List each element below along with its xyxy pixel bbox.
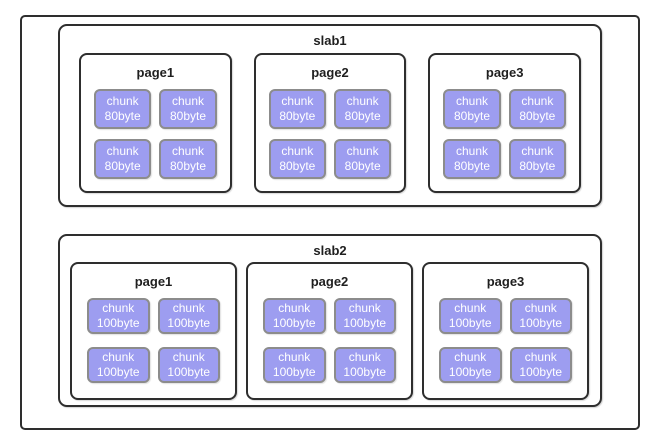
chunk-label-line1: chunk (348, 301, 381, 315)
chunk-box: chunk 80byte (334, 139, 392, 179)
chunk-label-line2: 100byte (519, 316, 563, 330)
slab-box-slab1: slab1 page1 chunk 80byte chunk 80byte (58, 24, 602, 207)
chunk-box: chunk 80byte (268, 139, 326, 179)
chunk-label-line2: 80byte (279, 109, 316, 123)
chunk-label-line2: 80byte (104, 159, 141, 173)
chunk-label-line2: 100byte (96, 316, 140, 330)
chunk-label-line1: chunk (102, 301, 135, 315)
chunk-box: chunk 100byte (263, 347, 326, 383)
page-label: page1 (136, 65, 175, 80)
chunk-label-line2: 100byte (448, 365, 492, 379)
page-label: page3 (485, 65, 524, 80)
slab-box-slab2: slab2 page1 chunk 100byte chunk 100byte (58, 234, 602, 407)
chunk-label-line2: 80byte (344, 159, 381, 173)
pages-row: page1 chunk 100byte chunk 100byte chunk (60, 258, 600, 405)
page-box: page2 chunk 80byte chunk 80byte chunk 80 (253, 53, 407, 193)
chunk-box: chunk 100byte (157, 347, 220, 383)
chunk-box: chunk 80byte (268, 89, 326, 129)
chunk-label-line2: 100byte (272, 316, 316, 330)
chunk-label-line2: 100byte (272, 365, 316, 379)
chunk-box: chunk 100byte (333, 347, 396, 383)
chunk-label-line1: chunk (524, 301, 557, 315)
chunk-grid: chunk 80byte chunk 80byte chunk 80byte (268, 89, 392, 179)
chunk-label-line1: chunk (171, 94, 205, 108)
chunk-label-line2: 80byte (279, 159, 316, 173)
chunk-label-line1: chunk (281, 144, 314, 158)
chunk-label-line1: chunk (455, 144, 489, 158)
chunk-grid: chunk 100byte chunk 100byte chunk 100byt… (87, 298, 220, 383)
page-label: page2 (311, 65, 349, 80)
chunk-label-line1: chunk (521, 144, 554, 158)
diagram-outer-frame: slab1 page1 chunk 80byte chunk 80byte (20, 15, 640, 430)
chunk-label-line1: chunk (348, 350, 381, 364)
chunk-label-line1: chunk (455, 94, 489, 108)
page-box: page1 chunk 100byte chunk 100byte chunk (70, 262, 237, 400)
chunk-label-line1: chunk (106, 144, 139, 158)
chunk-label-line2: 80byte (169, 109, 207, 123)
chunk-box: chunk 80byte (443, 139, 501, 179)
chunk-label-line1: chunk (106, 94, 139, 108)
slab-label: slab1 (313, 33, 347, 48)
page-box: page2 chunk 100byte chunk 100byte chunk (246, 262, 413, 400)
chunk-grid: chunk 100byte chunk 100byte chunk 100byt… (439, 298, 572, 383)
page-label: page2 (310, 274, 349, 289)
chunk-label-line1: chunk (172, 350, 205, 364)
chunk-label-line1: chunk (521, 94, 554, 108)
chunk-box: chunk 100byte (157, 298, 220, 334)
chunk-label-line1: chunk (102, 350, 135, 364)
chunk-label-line1: chunk (171, 144, 205, 158)
chunk-label-line2: 80byte (453, 109, 491, 123)
chunk-box: chunk 100byte (509, 298, 572, 334)
chunk-label-line2: 100byte (96, 365, 140, 379)
chunk-label-line2: 80byte (104, 109, 141, 123)
chunk-label-line1: chunk (454, 301, 487, 315)
chunk-label-line2: 100byte (343, 365, 387, 379)
chunk-label-line2: 80byte (519, 159, 556, 173)
page-label: page3 (486, 274, 525, 289)
chunk-box: chunk 80byte (508, 89, 567, 129)
chunk-label-line1: chunk (281, 94, 314, 108)
page-label: page1 (134, 274, 173, 289)
chunk-label-line1: chunk (278, 301, 311, 315)
chunk-label-line2: 100byte (519, 365, 563, 379)
chunk-label-line2: 100byte (167, 316, 211, 330)
slab-label: slab2 (313, 243, 347, 258)
chunk-box: chunk 80byte (508, 139, 567, 179)
chunk-box: chunk 80byte (94, 139, 152, 179)
page-box: page3 chunk 100byte chunk 100byte chunk (422, 262, 589, 400)
chunk-grid: chunk 80byte chunk 80byte chunk 80byte (443, 89, 567, 179)
chunk-box: chunk 80byte (443, 89, 501, 129)
chunk-label-line2: 100byte (343, 316, 387, 330)
chunk-label-line1: chunk (172, 301, 205, 315)
chunk-label-line2: 80byte (344, 109, 381, 123)
chunk-box: chunk 100byte (439, 347, 502, 383)
chunk-label-line1: chunk (454, 350, 487, 364)
chunk-box: chunk 100byte (333, 298, 396, 334)
chunk-box: chunk 100byte (509, 347, 572, 383)
chunk-grid: chunk 80byte chunk 80byte chunk 80byte (94, 89, 217, 179)
page-box: page3 chunk 80byte chunk 80byte chunk 80 (428, 53, 582, 193)
chunk-box: chunk 100byte (263, 298, 326, 334)
chunk-label-line2: 100byte (167, 365, 211, 379)
chunk-label-line2: 80byte (453, 159, 491, 173)
chunk-label-line1: chunk (346, 144, 379, 158)
chunk-label-line1: chunk (346, 94, 379, 108)
chunk-box: chunk 80byte (334, 89, 392, 129)
chunk-label-line2: 80byte (519, 109, 556, 123)
chunk-box: chunk 80byte (159, 89, 217, 129)
chunk-label-line2: 100byte (448, 316, 492, 330)
chunk-grid: chunk 100byte chunk 100byte chunk 100byt… (263, 298, 396, 383)
chunk-box: chunk 100byte (87, 347, 150, 383)
chunk-box: chunk 80byte (94, 89, 152, 129)
chunk-box: chunk 80byte (159, 139, 217, 179)
pages-row: page1 chunk 80byte chunk 80byte chunk 80 (60, 48, 600, 205)
chunk-label-line2: 80byte (169, 159, 207, 173)
page-box: page1 chunk 80byte chunk 80byte chunk 80 (79, 53, 232, 193)
chunk-box: chunk 100byte (439, 298, 502, 334)
chunk-label-line1: chunk (278, 350, 311, 364)
chunk-label-line1: chunk (524, 350, 557, 364)
chunk-box: chunk 100byte (87, 298, 150, 334)
